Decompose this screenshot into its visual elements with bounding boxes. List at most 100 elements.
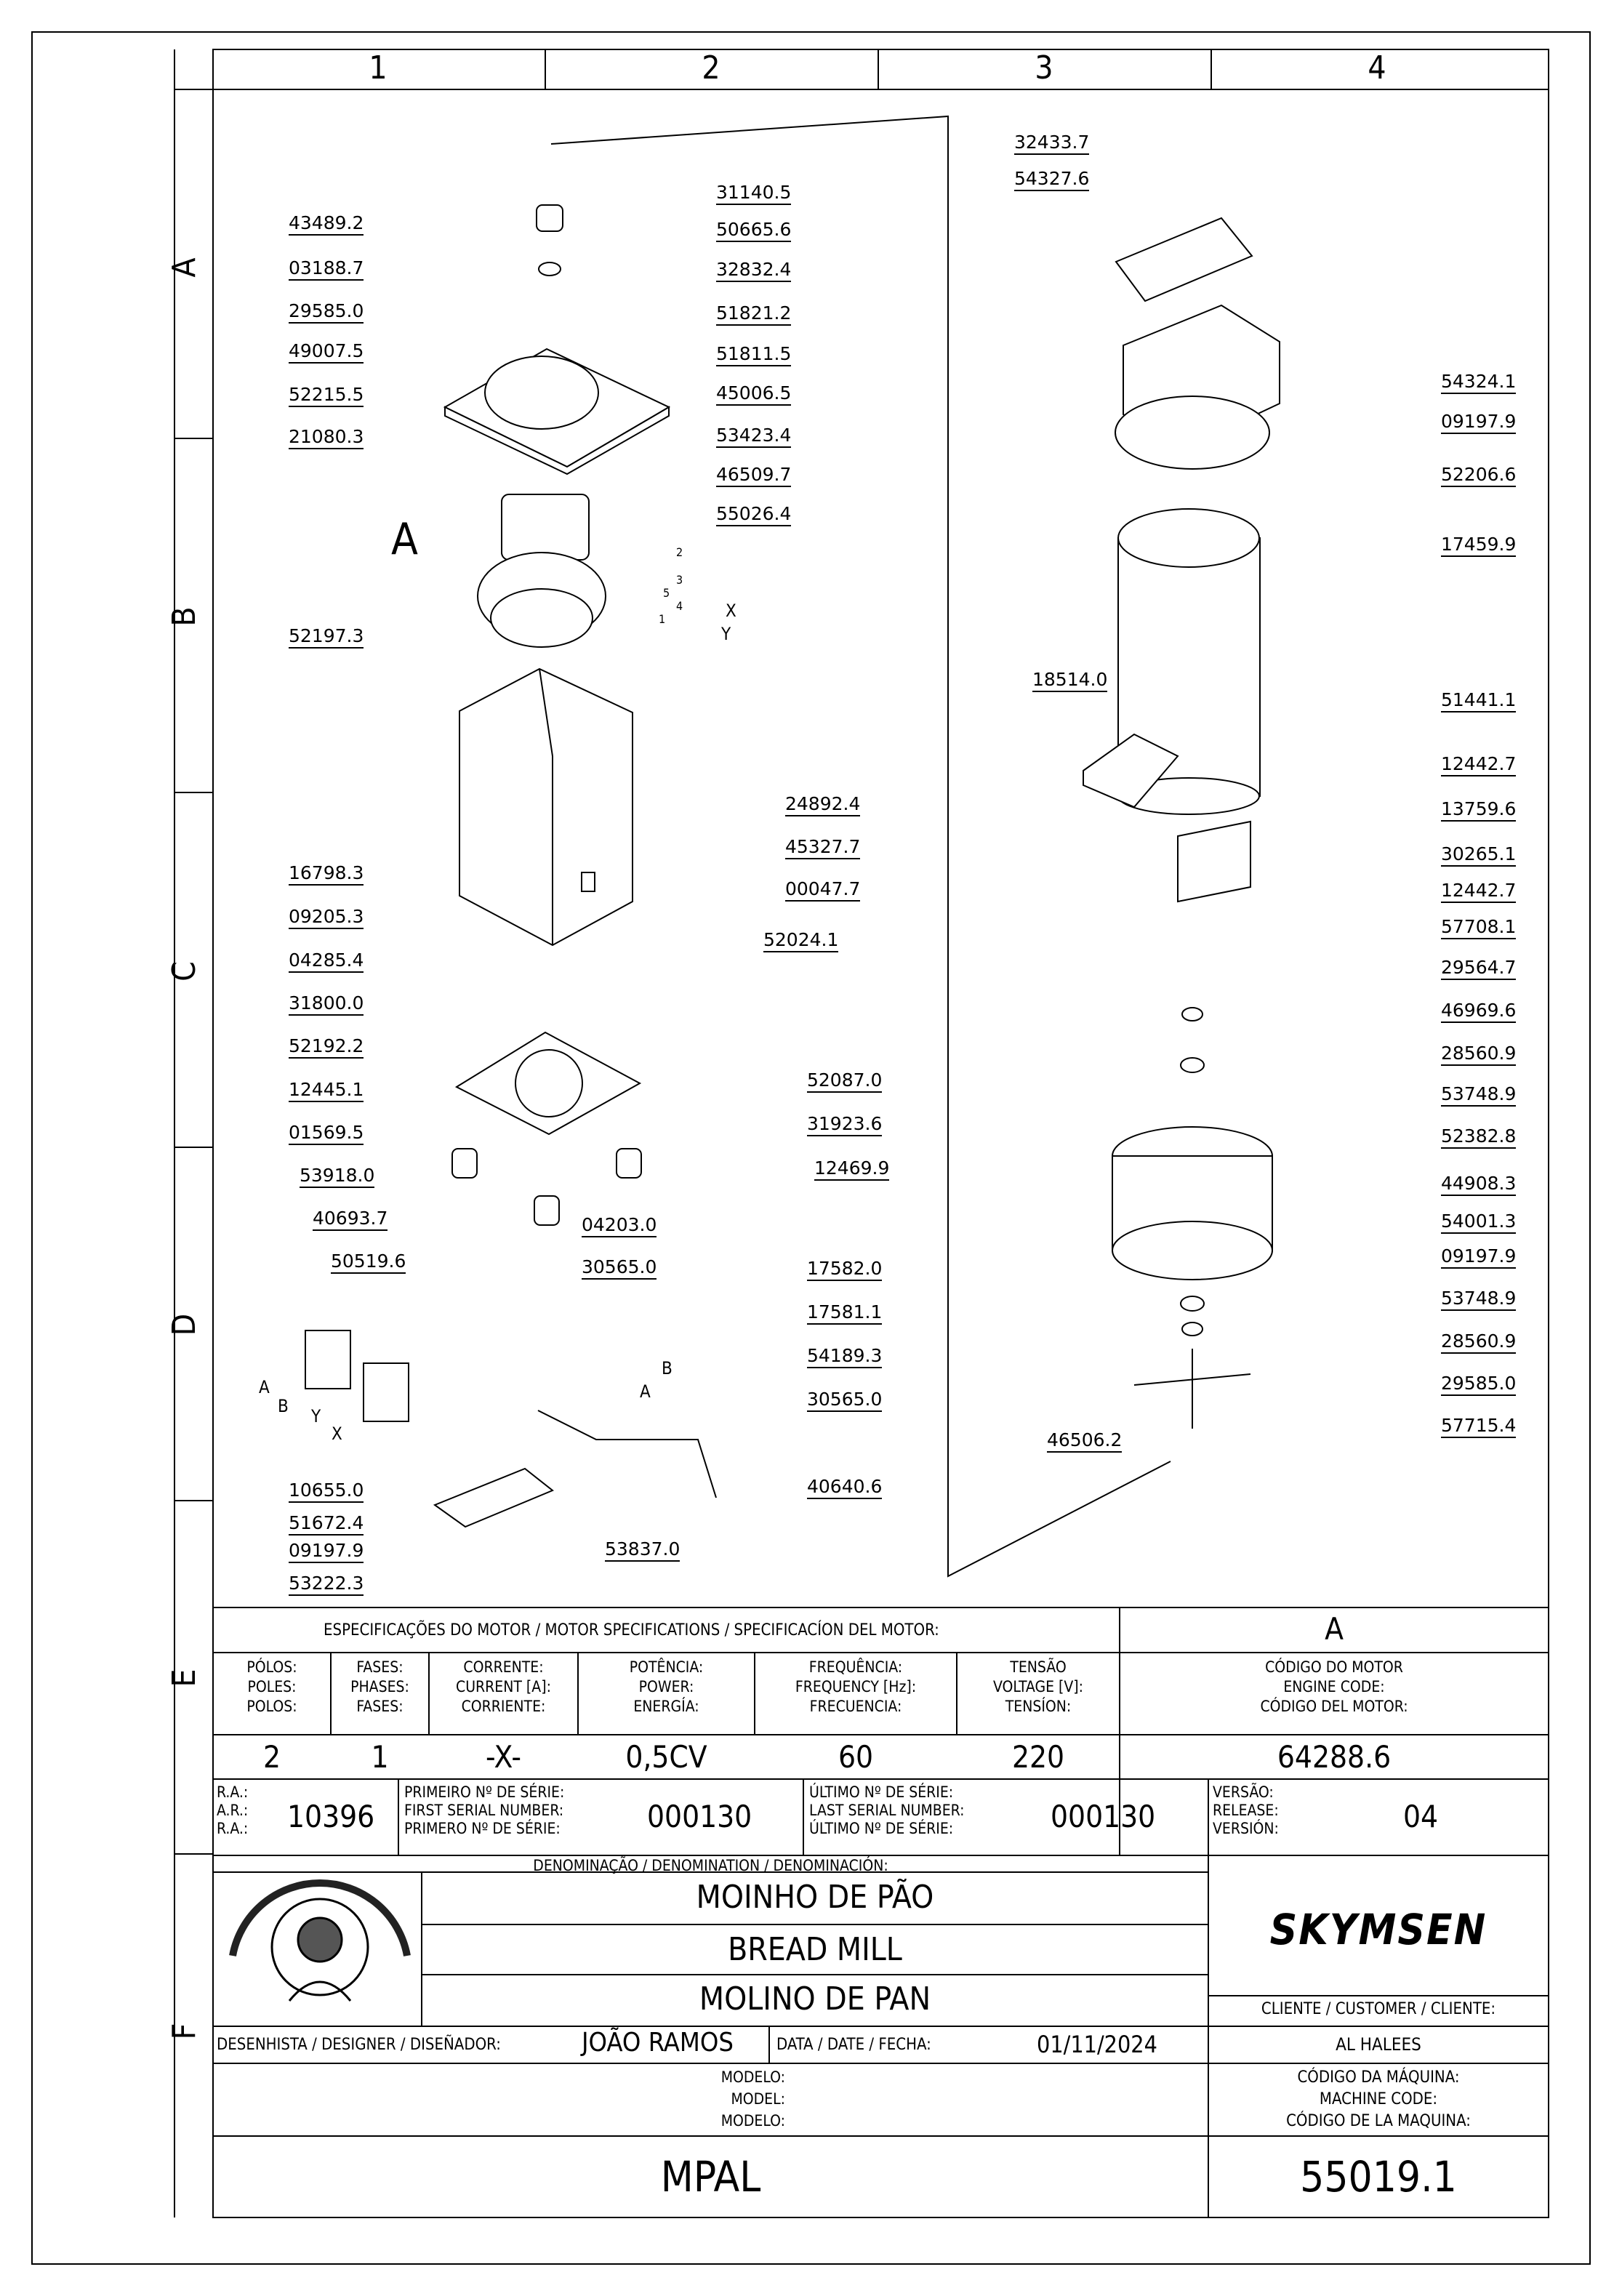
spec-label: CÓDIGO DEL MOTOR: xyxy=(1260,1698,1408,1715)
part-label: 43489.2 xyxy=(289,214,364,236)
part-label: 01569.5 xyxy=(289,1123,364,1145)
model-label: MODELO: xyxy=(720,2068,785,2086)
part-label: 52382.8 xyxy=(1441,1127,1517,1149)
grid-row-A: A xyxy=(166,257,203,278)
part-label: 53748.9 xyxy=(1441,1085,1517,1107)
wire-label: B xyxy=(278,1396,289,1416)
last-serial-label: ÚLTIMO Nº DE SÉRIE: xyxy=(809,1820,954,1837)
part-label: 52215.5 xyxy=(289,385,364,407)
ra-label: R.A.: xyxy=(217,1820,249,1837)
product-name-es: MOLINO DE PAN xyxy=(699,1980,931,2018)
part-label: 55026.4 xyxy=(716,505,792,526)
wire-label: 5 xyxy=(663,586,670,600)
part-label: 13759.6 xyxy=(1441,800,1517,822)
version-label: RELEASE: xyxy=(1213,1802,1279,1819)
part-label: 44908.3 xyxy=(1441,1174,1517,1196)
grid-column-1: 1 xyxy=(369,49,388,87)
product-name-en: BREAD MILL xyxy=(728,1931,902,1968)
wire-label: 4 xyxy=(676,599,683,613)
spec-value-voltage: 220 xyxy=(1011,1739,1065,1775)
part-label: 54001.3 xyxy=(1441,1212,1517,1234)
machine-code-label: CÓDIGO DA MÁQUINA: xyxy=(1297,2068,1460,2087)
version-label: VERSIÓN: xyxy=(1213,1820,1279,1837)
designer-label: DESENHISTA / DESIGNER / DISEÑADOR: xyxy=(217,2036,501,2054)
wire-label: X xyxy=(332,1424,342,1444)
first-serial-label: PRIMERO Nº DE SÉRIE: xyxy=(404,1820,561,1837)
part-label: 30265.1 xyxy=(1441,845,1517,867)
part-label: 50665.6 xyxy=(716,220,792,242)
part-label: 46506.2 xyxy=(1047,1431,1123,1453)
spec-label: POLOS: xyxy=(246,1698,297,1715)
last-serial-value: 000130 xyxy=(1051,1799,1156,1834)
part-label: 54327.6 xyxy=(1014,169,1090,191)
part-label: 46969.6 xyxy=(1441,1001,1517,1023)
grid-row-F: F xyxy=(166,2023,203,2040)
client-value: AL HALEES xyxy=(1336,2034,1421,2055)
wire-label: X xyxy=(726,601,736,621)
spec-value-engine-code: 64288.6 xyxy=(1277,1739,1392,1775)
spec-label: POTÊNCIA: xyxy=(629,1658,704,1676)
spec-label: TENSÍON: xyxy=(1005,1698,1072,1715)
part-label: 17582.0 xyxy=(807,1259,883,1281)
part-label: 53837.0 xyxy=(605,1540,680,1562)
part-label: 12469.9 xyxy=(814,1159,890,1181)
part-label: 09197.9 xyxy=(1441,412,1517,434)
model-value: MPAL xyxy=(660,2152,761,2201)
part-label: 57708.1 xyxy=(1441,918,1517,939)
wire-label: Y xyxy=(721,624,731,644)
spec-label: CÓDIGO DO MOTOR xyxy=(1265,1658,1403,1676)
denomination-header: DENOMINAÇÃO / DENOMINATION / DENOMINACIÓ… xyxy=(533,1857,888,1874)
part-label: 09197.9 xyxy=(1441,1247,1517,1269)
model-label: MODEL: xyxy=(731,2090,785,2108)
spec-label: FRECUENCIA: xyxy=(809,1698,902,1715)
brand-logo: SKYMSEN xyxy=(1269,1905,1487,1954)
part-label: 45006.5 xyxy=(716,384,792,406)
version-label: VERSÃO: xyxy=(1213,1783,1274,1801)
wire-label: 2 xyxy=(676,545,683,559)
motor-spec-header: ESPECIFICAÇÕES DO MOTOR / MOTOR SPECIFIC… xyxy=(324,1621,939,1639)
part-label: 53748.9 xyxy=(1441,1289,1517,1311)
part-label: 29585.0 xyxy=(1441,1374,1517,1396)
first-serial-label: FIRST SERIAL NUMBER: xyxy=(404,1802,564,1819)
spec-label: CORRENTE: xyxy=(463,1658,544,1676)
machine-code-label: CÓDIGO DE LA MAQUINA: xyxy=(1286,2112,1471,2130)
grid-column-3: 3 xyxy=(1035,49,1053,87)
part-label: 28560.9 xyxy=(1441,1332,1517,1354)
grid-row-E: E xyxy=(166,1669,203,1687)
machine-code-label: MACHINE CODE: xyxy=(1319,2090,1438,2108)
spec-label: ENGINE CODE: xyxy=(1283,1678,1385,1695)
part-label: 03188.7 xyxy=(289,259,364,281)
part-label: 28560.9 xyxy=(1441,1044,1517,1066)
spec-label: VOLTAGE [V]: xyxy=(992,1678,1084,1695)
part-label: 29585.0 xyxy=(289,302,364,324)
view-label-A: A xyxy=(391,514,418,565)
authorized-service-seal xyxy=(229,1879,411,2002)
part-label: 52206.6 xyxy=(1441,465,1517,487)
part-label: 52197.3 xyxy=(289,627,364,649)
client-label: CLIENTE / CUSTOMER / CLIENTE: xyxy=(1261,2000,1496,2018)
part-label: 40693.7 xyxy=(313,1209,388,1231)
part-label: 09197.9 xyxy=(289,1541,364,1563)
first-serial-label: PRIMEIRO Nº DE SÉRIE: xyxy=(404,1783,565,1801)
spec-label: FASES: xyxy=(356,1658,404,1676)
part-label: 12442.7 xyxy=(1441,881,1517,903)
part-label: 51821.2 xyxy=(716,304,792,326)
part-label: 54189.3 xyxy=(807,1346,883,1368)
machine-code-value: 55019.1 xyxy=(1300,2152,1457,2201)
part-label: 17581.1 xyxy=(807,1303,883,1325)
ra-label: R.A.: xyxy=(217,1783,249,1801)
part-label: 04285.4 xyxy=(289,951,364,973)
part-label: 29564.7 xyxy=(1441,958,1517,980)
part-label: 51441.1 xyxy=(1441,691,1517,713)
part-label: 21080.3 xyxy=(289,428,364,449)
last-serial-label: LAST SERIAL NUMBER: xyxy=(809,1802,965,1819)
part-label: 31800.0 xyxy=(289,994,364,1016)
version-value: 04 xyxy=(1403,1799,1439,1834)
part-label: 52024.1 xyxy=(763,931,839,952)
spec-value-frequency: 60 xyxy=(838,1739,874,1775)
motor-view-label: A xyxy=(1325,1611,1344,1647)
part-label: 24892.4 xyxy=(785,795,861,816)
part-label: 51811.5 xyxy=(716,345,792,366)
part-label: 52087.0 xyxy=(807,1071,883,1093)
